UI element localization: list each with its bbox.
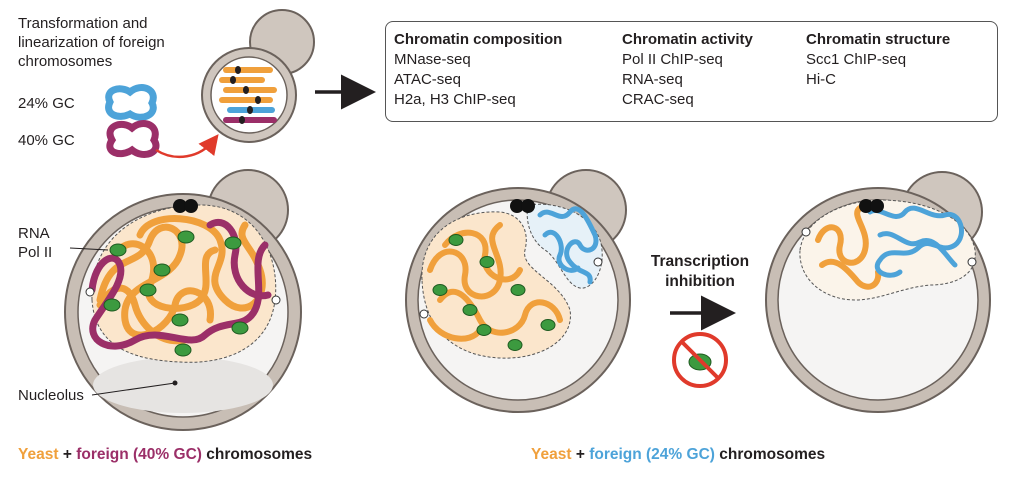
intro-title: Transformation and linearization of fore… bbox=[18, 14, 165, 71]
assay-header-composition: Chromatin composition bbox=[394, 31, 563, 48]
plasmid-24gc-icon bbox=[105, 84, 157, 121]
assay-column-composition: Chromatin composition MNase-seq ATAC-seq… bbox=[394, 30, 562, 110]
assay-item: H2a, H3 ChIP-seq bbox=[394, 91, 516, 108]
inhibition-line: inhibition bbox=[665, 273, 735, 290]
small-yeast-cell bbox=[201, 9, 315, 143]
right-caption: Yeast + foreign (24% GC) chromosomes bbox=[531, 446, 825, 464]
gc40-label: 40% GC bbox=[18, 132, 75, 149]
middle-cell bbox=[405, 169, 631, 413]
assay-header-activity: Chromatin activity bbox=[622, 31, 753, 48]
rna-label-line: RNA bbox=[18, 225, 50, 242]
transcription-line: Transcription bbox=[650, 253, 750, 270]
rna-polII-label: RNA Pol II bbox=[18, 224, 52, 262]
caption-foreign-24: foreign (24% GC) bbox=[589, 446, 715, 463]
assay-header-structure: Chromatin structure bbox=[806, 31, 951, 48]
caption-yeast: Yeast bbox=[531, 446, 572, 463]
left-caption: Yeast + foreign (40% GC) chromosomes bbox=[18, 446, 312, 464]
assay-item: MNase-seq bbox=[394, 51, 471, 68]
caption-rest: chromosomes bbox=[714, 446, 826, 463]
caption-foreign-40: foreign (40% GC) bbox=[76, 446, 202, 463]
nucleolus-pointer-dot bbox=[172, 380, 178, 386]
assay-item: ATAC-seq bbox=[394, 71, 461, 88]
polII-label-line: Pol II bbox=[18, 244, 53, 261]
caption-rest: chromosomes bbox=[201, 446, 313, 463]
assay-column-structure: Chromatin structure Scc1 ChIP-seq Hi-C bbox=[806, 30, 950, 90]
plasmid-40gc-icon bbox=[106, 120, 160, 158]
caption-yeast: Yeast bbox=[18, 446, 59, 463]
left-cell bbox=[64, 169, 302, 431]
caption-plus: + bbox=[571, 446, 590, 463]
intro-title-line-3: chromosomes bbox=[18, 53, 113, 70]
polII-pointer bbox=[69, 247, 109, 251]
assays-box: Chromatin composition MNase-seq ATAC-seq… bbox=[385, 21, 998, 122]
transform-arrow-icon bbox=[155, 134, 219, 158]
assay-item: Scc1 ChIP-seq bbox=[806, 51, 907, 68]
no-polII-icon bbox=[672, 332, 728, 388]
assay-column-activity: Chromatin activity Pol II ChIP-seq RNA-s… bbox=[622, 30, 753, 110]
assay-item: CRAC-seq bbox=[622, 91, 694, 108]
gc24-label: 24% GC bbox=[18, 95, 75, 112]
transcription-inhibition-label: Transcription inhibition bbox=[640, 252, 760, 292]
intro-title-line-2: linearization of foreign bbox=[18, 34, 165, 51]
assay-item: RNA-seq bbox=[622, 71, 683, 88]
nucleolus-label: Nucleolus bbox=[18, 387, 84, 404]
nucleolus-pointer bbox=[91, 382, 176, 396]
intro-title-line-1: Transformation and bbox=[18, 15, 148, 32]
assay-item: Hi-C bbox=[806, 71, 836, 88]
right-cell bbox=[765, 171, 991, 413]
assay-item: Pol II ChIP-seq bbox=[622, 51, 723, 68]
caption-plus: + bbox=[58, 446, 77, 463]
